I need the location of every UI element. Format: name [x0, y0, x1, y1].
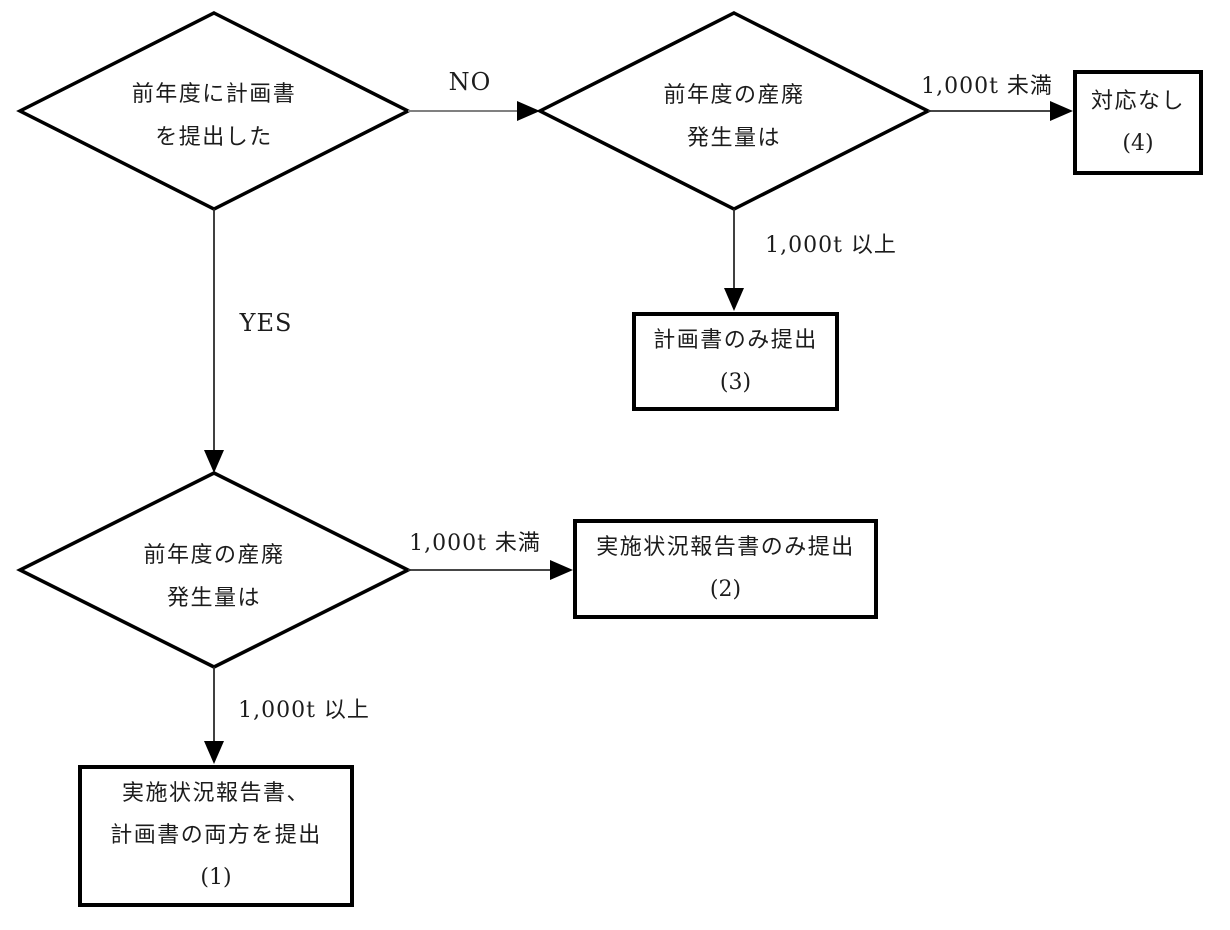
result-box-report-only: 実施状況報告書のみ提出 (2) — [573, 519, 878, 619]
edge-label-yes: YES — [239, 309, 293, 337]
result-number: (4) — [1122, 130, 1154, 156]
result-box-plan-only: 計画書のみ提出 (3) — [632, 312, 839, 411]
result-line: 対応なし — [1090, 88, 1185, 114]
decision-line: を提出した — [155, 125, 273, 150]
decision-text-submitted-plan: 前年度に計画書 を提出した — [132, 73, 297, 159]
arrowhead-into-result-1 — [204, 741, 224, 764]
edge-label-under-1000t-bottom: 1,000t 未満 — [409, 531, 541, 556]
result-box-no-action: 対応なし (4) — [1073, 70, 1203, 175]
decision-line: 前年度の産廃 — [663, 83, 805, 108]
arrowhead-into-no-diamond — [517, 101, 540, 121]
result-box-submit-both: 実施状況報告書、 計画書の両方を提出 (1) — [78, 765, 354, 907]
decision-line: 発生量は — [686, 126, 782, 151]
result-line: 実施状況報告書のみ提出 — [596, 535, 855, 560]
arrowhead-into-result-4 — [1050, 101, 1073, 121]
arrowhead-into-result-3 — [724, 288, 744, 311]
decision-text-waste-amount-no-branch: 前年度の産廃 発生量は — [663, 74, 804, 160]
edge-label-over-1000t-top: 1,000t 以上 — [765, 233, 897, 258]
arrowhead-into-result-2 — [550, 560, 573, 580]
decision-line: 前年度の産廃 — [143, 543, 285, 568]
decision-line: 発生量は — [166, 586, 262, 611]
result-line: 計画書のみ提出 — [653, 327, 818, 353]
arrowhead-into-yes-diamond — [204, 450, 224, 473]
result-line: 計画書の両方を提出 — [110, 823, 322, 848]
edge-label-no: NO — [448, 68, 492, 96]
decision-text-waste-amount-yes-branch: 前年度の産廃 発生量は — [143, 534, 284, 620]
decision-line: 前年度に計画書 — [131, 82, 297, 107]
result-number: (3) — [719, 369, 752, 395]
result-line: 実施状況報告書、 — [121, 781, 310, 806]
result-number: (2) — [709, 577, 742, 602]
result-number: (1) — [200, 865, 232, 890]
edge-label-over-1000t-bottom: 1,000t 以上 — [238, 698, 370, 723]
edge-label-under-1000t-top: 1,000t 未満 — [921, 74, 1053, 99]
